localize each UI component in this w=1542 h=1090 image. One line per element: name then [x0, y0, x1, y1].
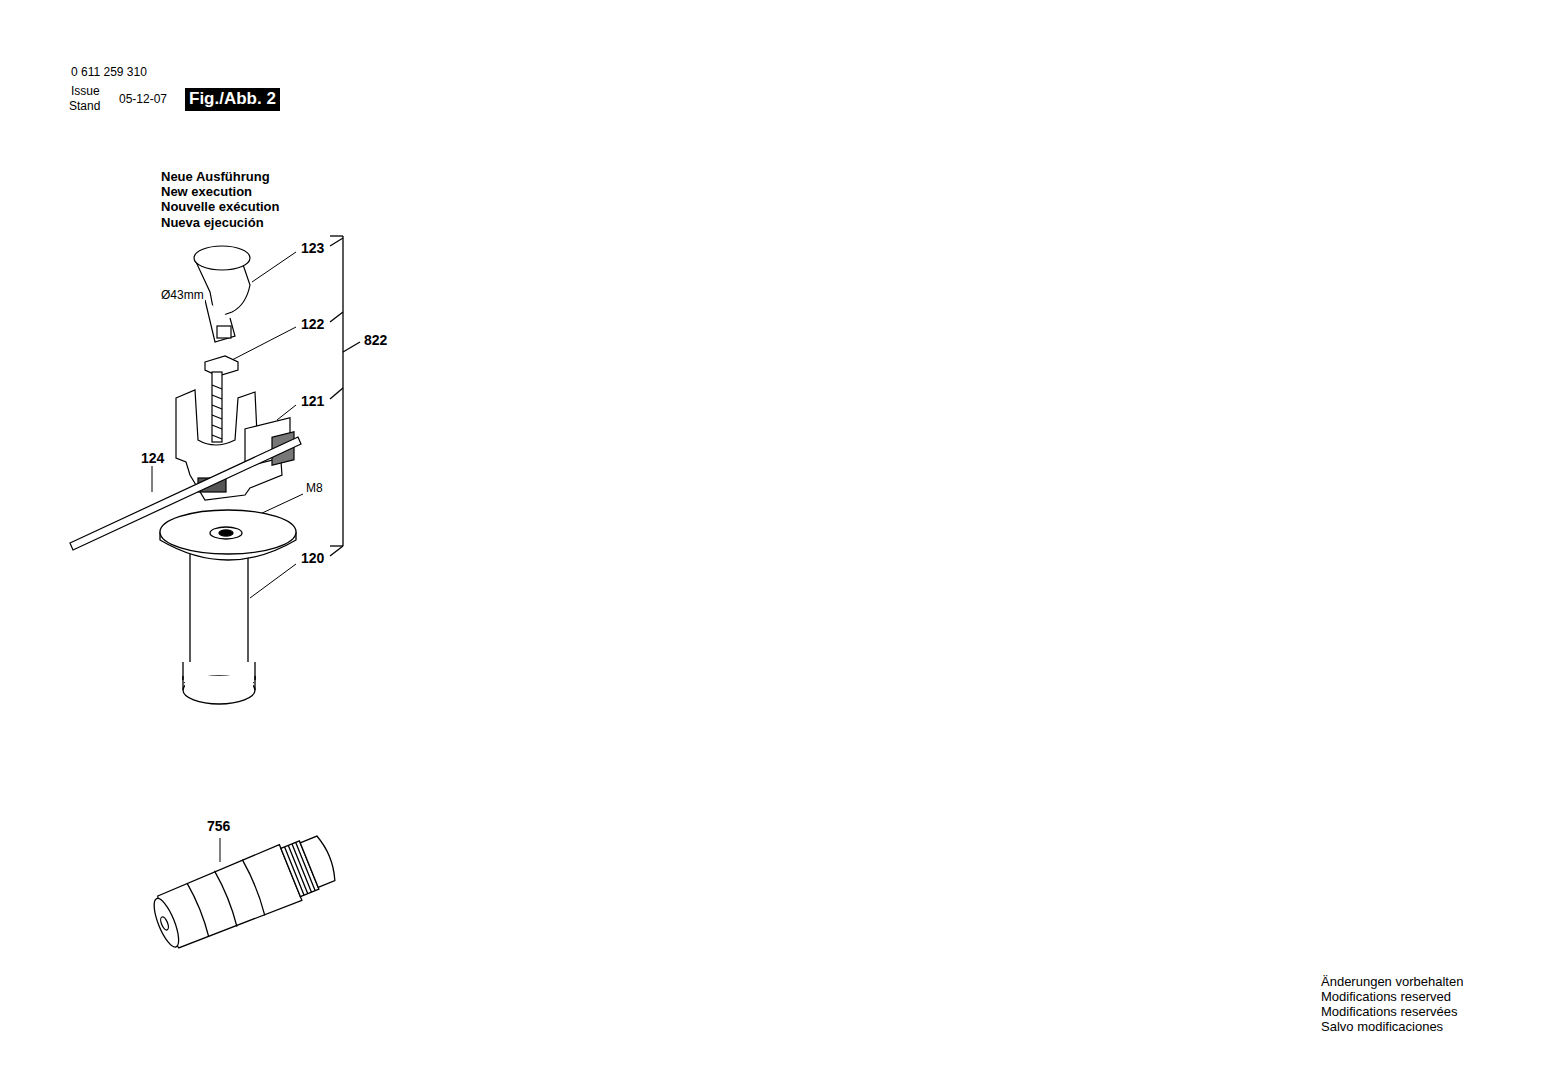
figure-title: Fig./Abb. 2 [185, 88, 280, 111]
dimension: Ø43mm [160, 289, 205, 302]
issue-date: 05-12-07 [118, 93, 168, 106]
callout-number: 756 [206, 819, 231, 834]
footer-note: Salvo modificaciones [1320, 1020, 1444, 1034]
part-number: 0 611 259 310 [70, 66, 148, 79]
callout-number: 122 [300, 317, 325, 332]
callout-number: 124 [140, 451, 165, 466]
callout-number: 822 [363, 333, 388, 348]
version-note: Nouvelle exécution [160, 200, 280, 214]
depth-stop-holder-121 [176, 390, 294, 500]
bracket-822 [330, 236, 360, 556]
footer-note: Modifications reserved [1320, 990, 1452, 1004]
footer-note: Änderungen vorbehalten [1320, 975, 1464, 989]
callout-number: 120 [300, 551, 325, 566]
version-note: New execution [160, 185, 253, 199]
leader-lines [152, 252, 303, 862]
callout-number: 123 [300, 241, 325, 256]
callout-number: 121 [300, 394, 325, 409]
t-bolt-122 [205, 356, 238, 442]
version-note: Nueva ejecución [160, 216, 265, 230]
thread-size: M8 [305, 482, 324, 495]
handle-120 [160, 510, 296, 704]
issue-label: Stand [68, 100, 101, 113]
issue-label: Issue [70, 85, 101, 98]
drill-chuck-756 [148, 829, 341, 954]
version-note: Neue Ausführung [160, 170, 271, 184]
footer-note: Modifications reservées [1320, 1005, 1459, 1019]
